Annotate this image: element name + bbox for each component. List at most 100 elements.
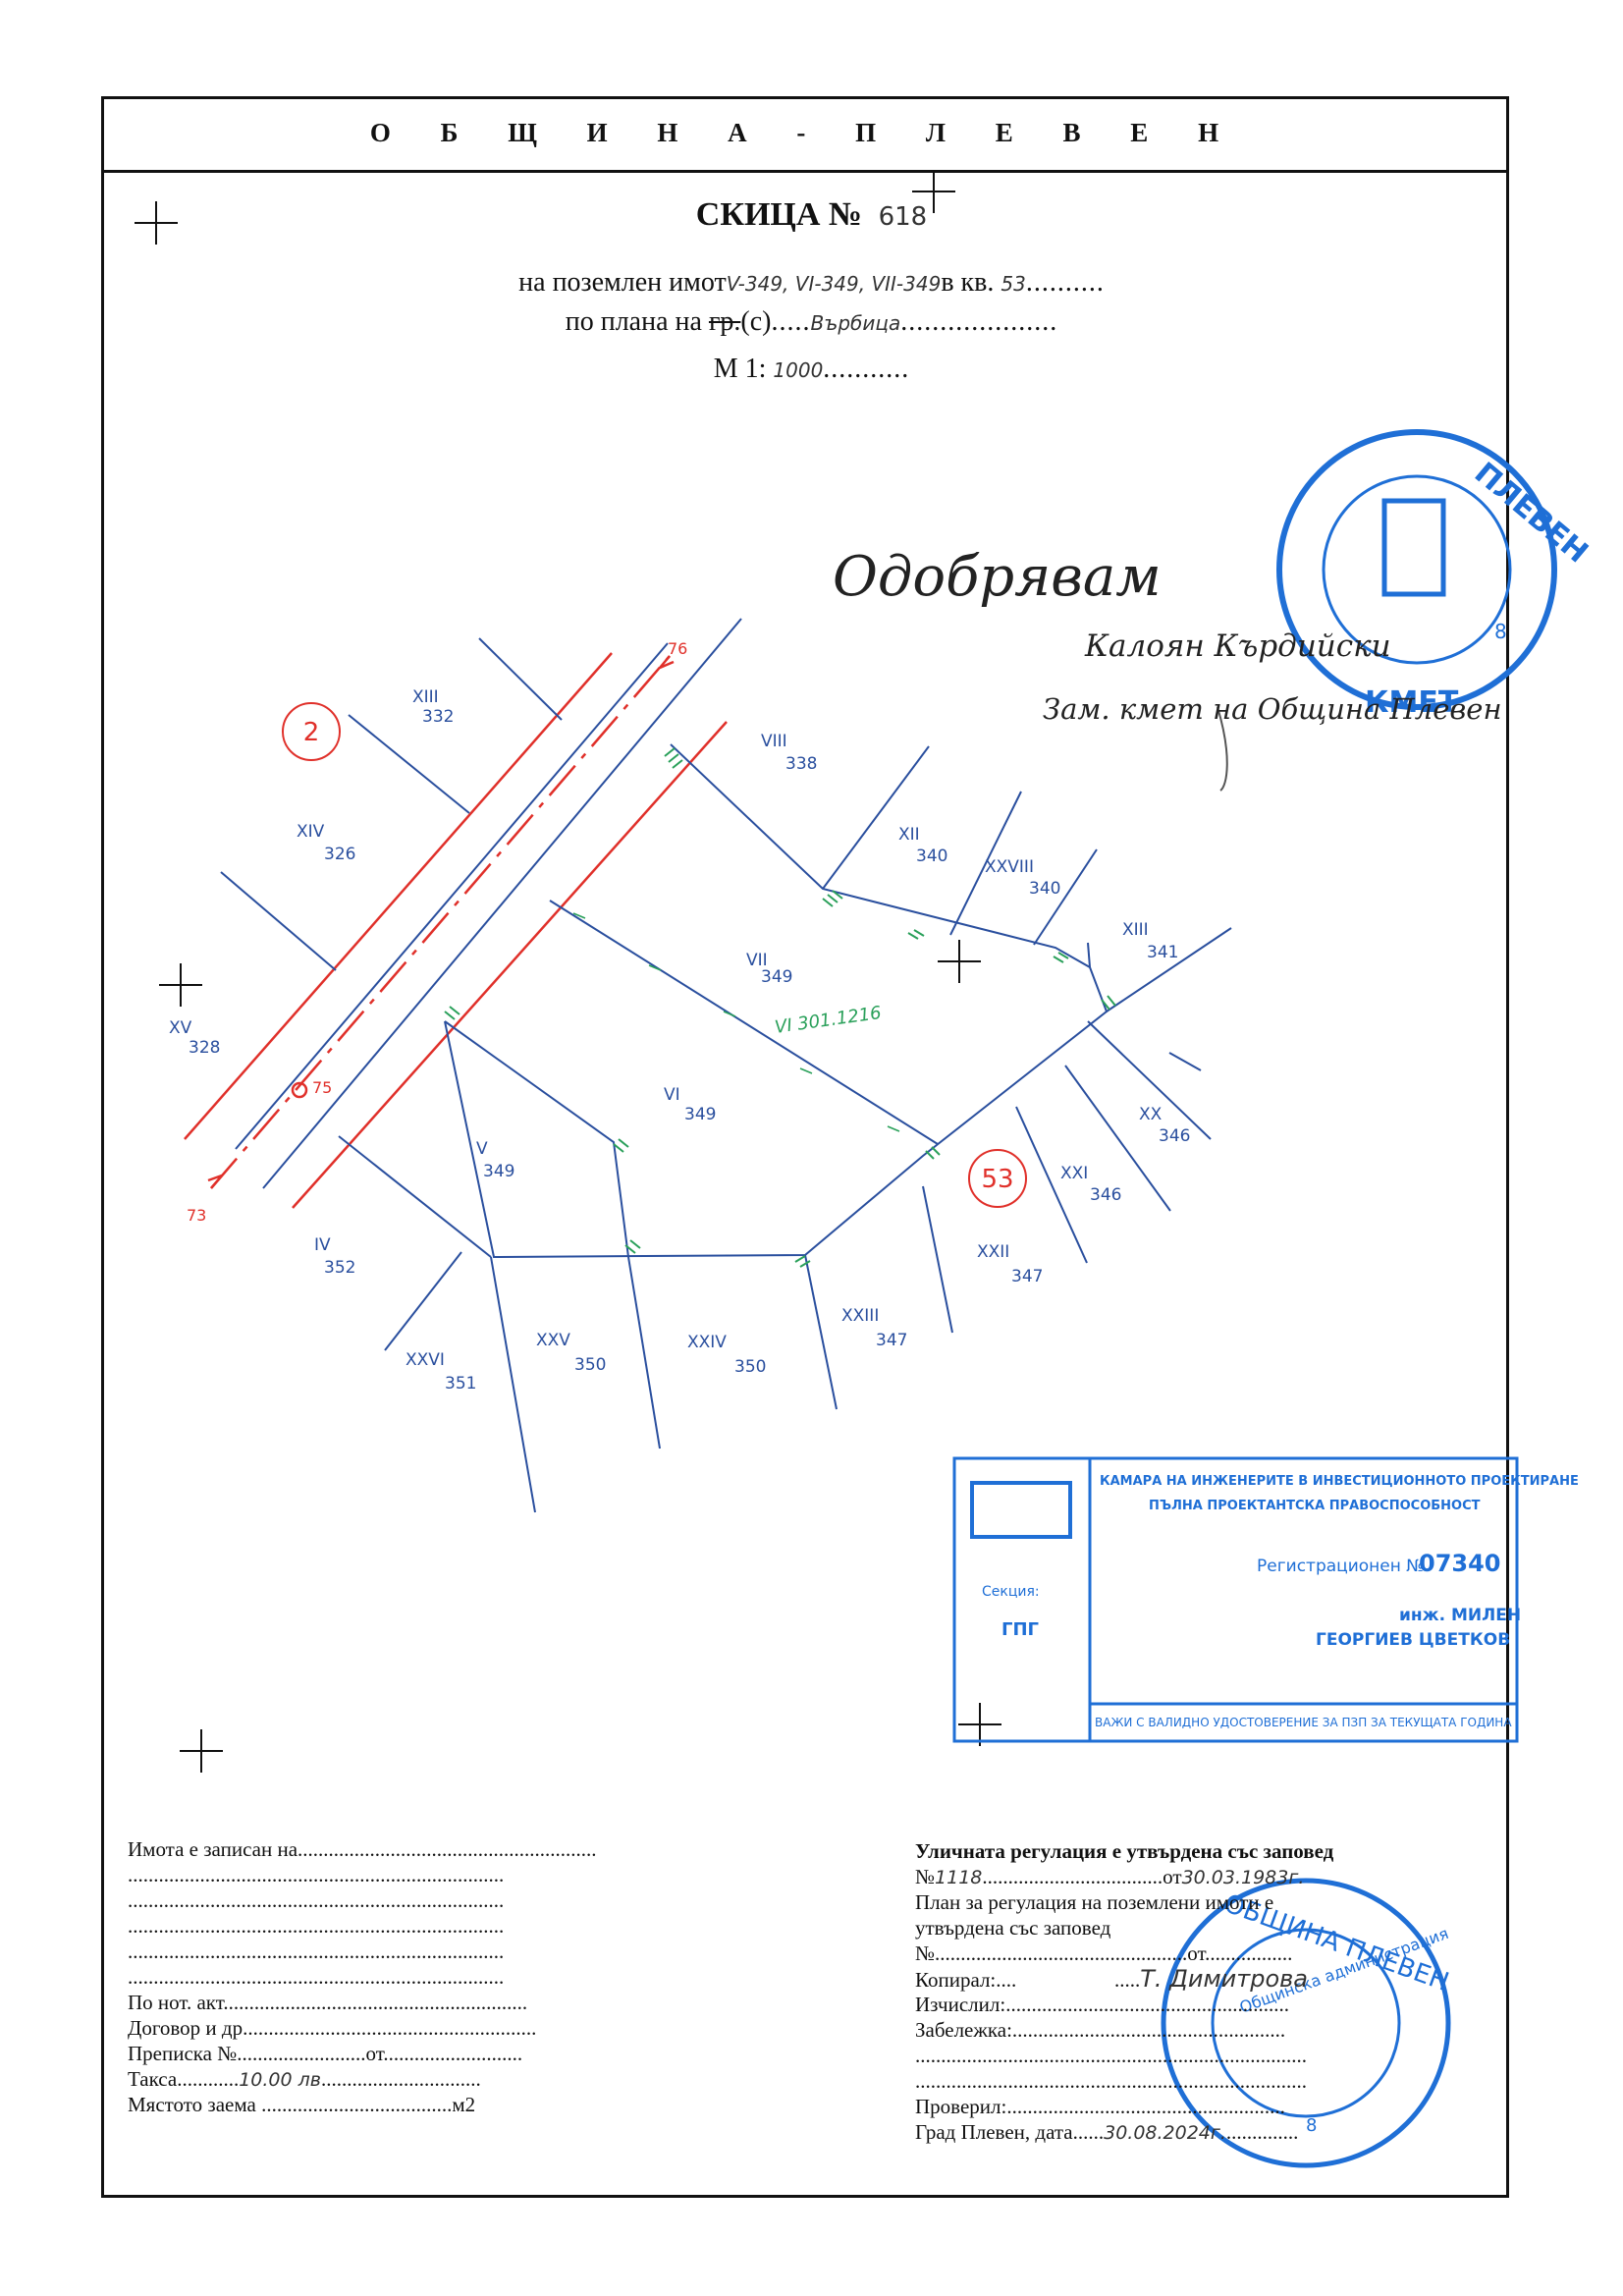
contract-label: Договор и др.: [128, 2016, 248, 2040]
stamp-top-text: ПЛЕВЕН: [1468, 456, 1595, 570]
parcel-label: XXII: [977, 1242, 1009, 1262]
parcel-number: 347: [1011, 1267, 1043, 1286]
fee-label: Такса: [128, 2067, 178, 2091]
stamp-validity: ВАЖИ С ВАЛИДНО УДОСТОВЕРЕНИЕ ЗА ПЗП ЗА Т…: [1095, 1716, 1512, 1729]
copied-label: Копирал:: [915, 1968, 997, 1992]
parcel-number: 326: [324, 845, 355, 864]
approval-word: Одобрявам: [833, 545, 1162, 609]
parcel-label: XIII: [1122, 920, 1149, 940]
notary-label: По нот. акт: [128, 1991, 224, 2014]
parcel-label: XIV: [297, 822, 325, 842]
plan-reg-line1: План за регулация на поземлени имоти е: [915, 1890, 1274, 1914]
left-info-block: Имота е записан на......................…: [128, 1837, 597, 2116]
street-lines: [184, 652, 728, 1209]
stamp-top-bottom-text: КМЕТ: [1365, 685, 1459, 720]
property-ids: V-349, VI-349, VII-349: [726, 272, 942, 296]
green-note: VI 301.1216: [774, 1003, 883, 1038]
parcel-label: XII: [898, 825, 920, 845]
parcel-label: VIII: [761, 732, 787, 751]
area-unit: м2: [452, 2093, 476, 2116]
plan-order-no-label: №: [915, 1941, 936, 1965]
copied-value: Т. Димитрова: [1140, 1965, 1308, 1993]
parcel-label: XXI: [1060, 1164, 1088, 1183]
header-bar: О Б Щ И Н А - П Л Е В Е Н: [101, 96, 1509, 173]
order-from-label: от: [1163, 1865, 1182, 1888]
plan-village-mark: (с): [740, 306, 772, 337]
block-circle-2-label: 2: [303, 718, 320, 747]
calc-label: Изчислил:: [915, 1993, 1006, 2016]
parcel-number: 352: [324, 1258, 355, 1278]
scale-line: М 1: 1000...........: [713, 354, 910, 384]
plan-reg-line2: утвърдена със заповед: [915, 1916, 1111, 1940]
parcel-number: 349: [483, 1162, 514, 1181]
note-label: Забележка:: [915, 2018, 1012, 2042]
parcel-label: XXVI: [406, 1350, 445, 1370]
crosshair-marks: [135, 170, 1001, 1773]
parcel-number: 346: [1090, 1185, 1121, 1205]
parcel-number: 347: [876, 1331, 907, 1350]
property-label: на поземлен имот: [518, 267, 727, 298]
street-point-73: 73: [187, 1206, 206, 1225]
document-frame: [101, 96, 1509, 2198]
scale-value: 1000: [773, 358, 824, 382]
fee-value: 10.00 лв: [239, 2069, 321, 2091]
scale-label: М 1:: [713, 354, 767, 384]
signer-role: Зам. кмет на Община Плевен: [1043, 692, 1502, 726]
street-reg-title: Уличната регулация е утвърдена със запов…: [915, 1839, 1334, 1863]
parcel-label: VII: [746, 951, 768, 970]
parcel-number: 340: [916, 847, 947, 866]
village-name: Върбица: [810, 311, 901, 335]
right-info-block: Уличната регулация е утвърдена със запов…: [915, 1839, 1334, 2144]
street-point-76: 76: [668, 639, 687, 658]
order-no-label: №: [915, 1865, 936, 1888]
plan-order-from-label: от: [1187, 1941, 1206, 1965]
block-circle-53-label: 53: [981, 1165, 1013, 1194]
stamp-chamber: КАМАРА НА ИНЖЕНЕРИТЕ В ИНВЕСТИЦИОННОТО П…: [1100, 1474, 1579, 1489]
parcel-label: VI: [664, 1085, 680, 1105]
parcel-number: 338: [785, 754, 817, 774]
parcel-number: 349: [684, 1105, 716, 1124]
sketch-number: 618: [878, 202, 928, 232]
stamp-round-top: [1276, 429, 1557, 710]
block-label: в кв.: [941, 267, 995, 298]
parcel-label: XXIV: [687, 1333, 727, 1352]
block-circle-53: [968, 1149, 1027, 1208]
city-date-label: Град Плевен, дата: [915, 2120, 1073, 2144]
area-label: Мястото заема: [128, 2093, 256, 2116]
sketch-title-label: СКИЦА №: [695, 196, 863, 233]
parcel-number: 349: [761, 967, 792, 987]
parcel-number: 332: [422, 707, 454, 727]
stamp-reg-no: 07340: [1419, 1550, 1501, 1577]
parcel-label: IV: [314, 1235, 331, 1255]
parcel-number: 351: [445, 1374, 476, 1394]
parcel-label: XX: [1139, 1105, 1163, 1124]
block-number: 53: [1001, 272, 1026, 296]
parcel-number: 341: [1147, 943, 1178, 962]
parcel-number: 346: [1159, 1126, 1190, 1146]
stamp-engineer-text: КАМАРА НА ИНЖЕНЕРИТЕ В ИНВЕСТИЦИОННОТО П…: [982, 1474, 1579, 1729]
property-line: на поземлен имотV-349, VI-349, VII-349в …: [518, 267, 1105, 298]
parcel-number: 340: [1029, 879, 1060, 899]
stamp-engineer-frame: [952, 1456, 1519, 1743]
parcel-label: XXIII: [841, 1306, 879, 1326]
municipality-title: О Б Щ И Н А - П Л Е В Е Н: [369, 118, 1241, 147]
stamp-section-value: ГПГ: [1001, 1619, 1039, 1640]
signer-name: Калоян Кърдийски: [1085, 629, 1391, 664]
stamp-reg-label: Регистрационен №: [1257, 1557, 1424, 1576]
stamp-top-num: 8: [1494, 620, 1507, 643]
stamp-name1: инж. МИЛЕН: [1399, 1606, 1521, 1625]
plan-label: по плана на: [565, 306, 702, 337]
green-ticks: [572, 912, 900, 1132]
stamp-capacity: ПЪЛНА ПРОЕКТАНТСКА ПРАВОСПОСОБНОСТ: [1149, 1499, 1481, 1513]
city-date-value: 30.08.2024г.: [1104, 2122, 1226, 2144]
order-no-value: 1118: [935, 1867, 983, 1888]
parcel-label: XXV: [536, 1331, 570, 1350]
signature-stroke: [1217, 706, 1228, 792]
stamp-round-bottom: [1161, 1878, 1451, 2168]
parcel-number: 328: [189, 1038, 220, 1058]
parcel-number: 350: [574, 1355, 606, 1375]
stamp-bottom-num: 8: [1306, 2115, 1317, 2136]
parcel-label: XV: [169, 1018, 192, 1038]
plan-city-struck: гр.: [708, 306, 741, 337]
